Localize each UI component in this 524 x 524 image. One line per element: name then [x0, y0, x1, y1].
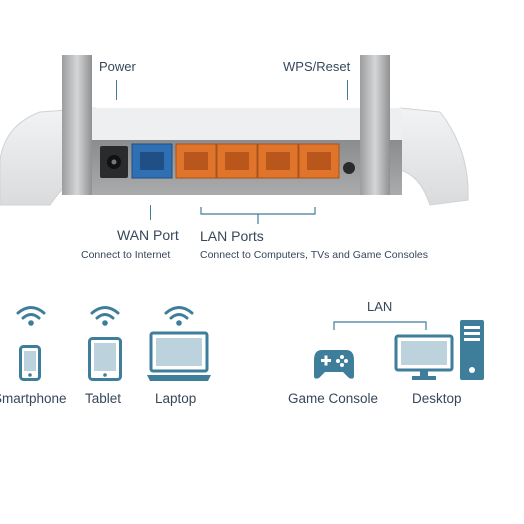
smartphone-label: Smartphone: [0, 391, 67, 406]
smartphone-icon: [19, 345, 41, 381]
wps-reset-label: WPS/Reset: [283, 59, 351, 74]
gamepad-icon: [313, 348, 355, 380]
lan-label: LAN: [367, 299, 393, 314]
lan-bracket: [200, 206, 316, 226]
wifi-icon: [16, 305, 46, 327]
tablet-icon: [88, 337, 122, 381]
router-illustration: [0, 0, 524, 215]
power-label: Power: [99, 59, 136, 74]
wan-pointer-line: [150, 205, 151, 220]
wan-port-label: WAN Port: [117, 227, 179, 243]
wifi-icon: [90, 305, 120, 327]
laptop-icon: [146, 331, 212, 383]
wifi-icon: [164, 305, 194, 327]
tablet-label: Tablet: [85, 391, 122, 406]
desktop-icon: [394, 318, 488, 382]
wan-port-description: Connect to Internet: [81, 249, 171, 261]
lan-ports-label: LAN Ports: [200, 228, 264, 244]
lan-connection-bracket: [333, 316, 427, 332]
lan-ports-description: Connect to Computers, TVs and Game Conso…: [200, 249, 429, 261]
wps-pointer-line: [347, 80, 348, 100]
power-pointer-line: [116, 80, 117, 100]
laptop-label: Laptop: [155, 391, 197, 406]
desktop-label: Desktop: [412, 391, 462, 406]
game-console-label: Game Console: [288, 391, 379, 406]
